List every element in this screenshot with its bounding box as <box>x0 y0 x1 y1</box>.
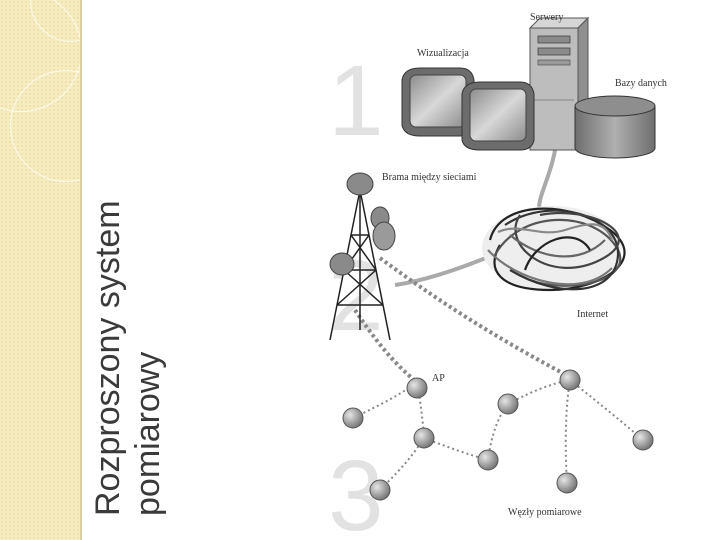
label-internet: Internet <box>577 309 608 320</box>
sensor-node <box>559 369 581 391</box>
decorative-side-band <box>0 0 80 540</box>
sensor-node <box>556 472 578 494</box>
antenna-dish-icons <box>329 172 396 276</box>
sensor-node <box>632 429 654 451</box>
sensor-node <box>497 393 519 415</box>
sensor-node <box>413 427 435 449</box>
step-number-1: 1 <box>328 45 384 157</box>
label-ap: AP <box>432 373 445 384</box>
monitor-icon <box>401 67 475 137</box>
title-line-2: pomiarowy <box>129 351 167 516</box>
wireless-link-gateway-node <box>378 256 571 379</box>
label-brama: Brama między sieciami <box>382 172 477 183</box>
sensor-node <box>477 449 499 471</box>
link-server-internet <box>537 149 557 216</box>
database-icon <box>574 95 656 159</box>
mesh-links <box>352 379 644 491</box>
sensor-node <box>342 407 364 429</box>
sensor-nodes <box>342 369 654 501</box>
label-wizualizacja: Wizualizacja <box>417 48 469 59</box>
slide-title: Rozproszony system pomiarowy <box>89 0 218 540</box>
label-bazy-danych: Bazy danych <box>615 78 667 89</box>
title-line-1: Rozproszony system <box>89 200 127 516</box>
server-icon <box>528 16 590 152</box>
sensor-node <box>369 479 391 501</box>
label-wezly: Węzły pomiarowe <box>508 507 582 518</box>
internet-cloud-icon <box>482 206 626 292</box>
wireless-link-gateway-ap <box>353 308 419 384</box>
band-divider <box>80 0 82 540</box>
monitor-icon <box>461 81 535 151</box>
network-diagram: 1 2 3 <box>320 0 720 540</box>
label-serwery: Serwery <box>530 12 563 23</box>
ap-node <box>406 377 428 399</box>
